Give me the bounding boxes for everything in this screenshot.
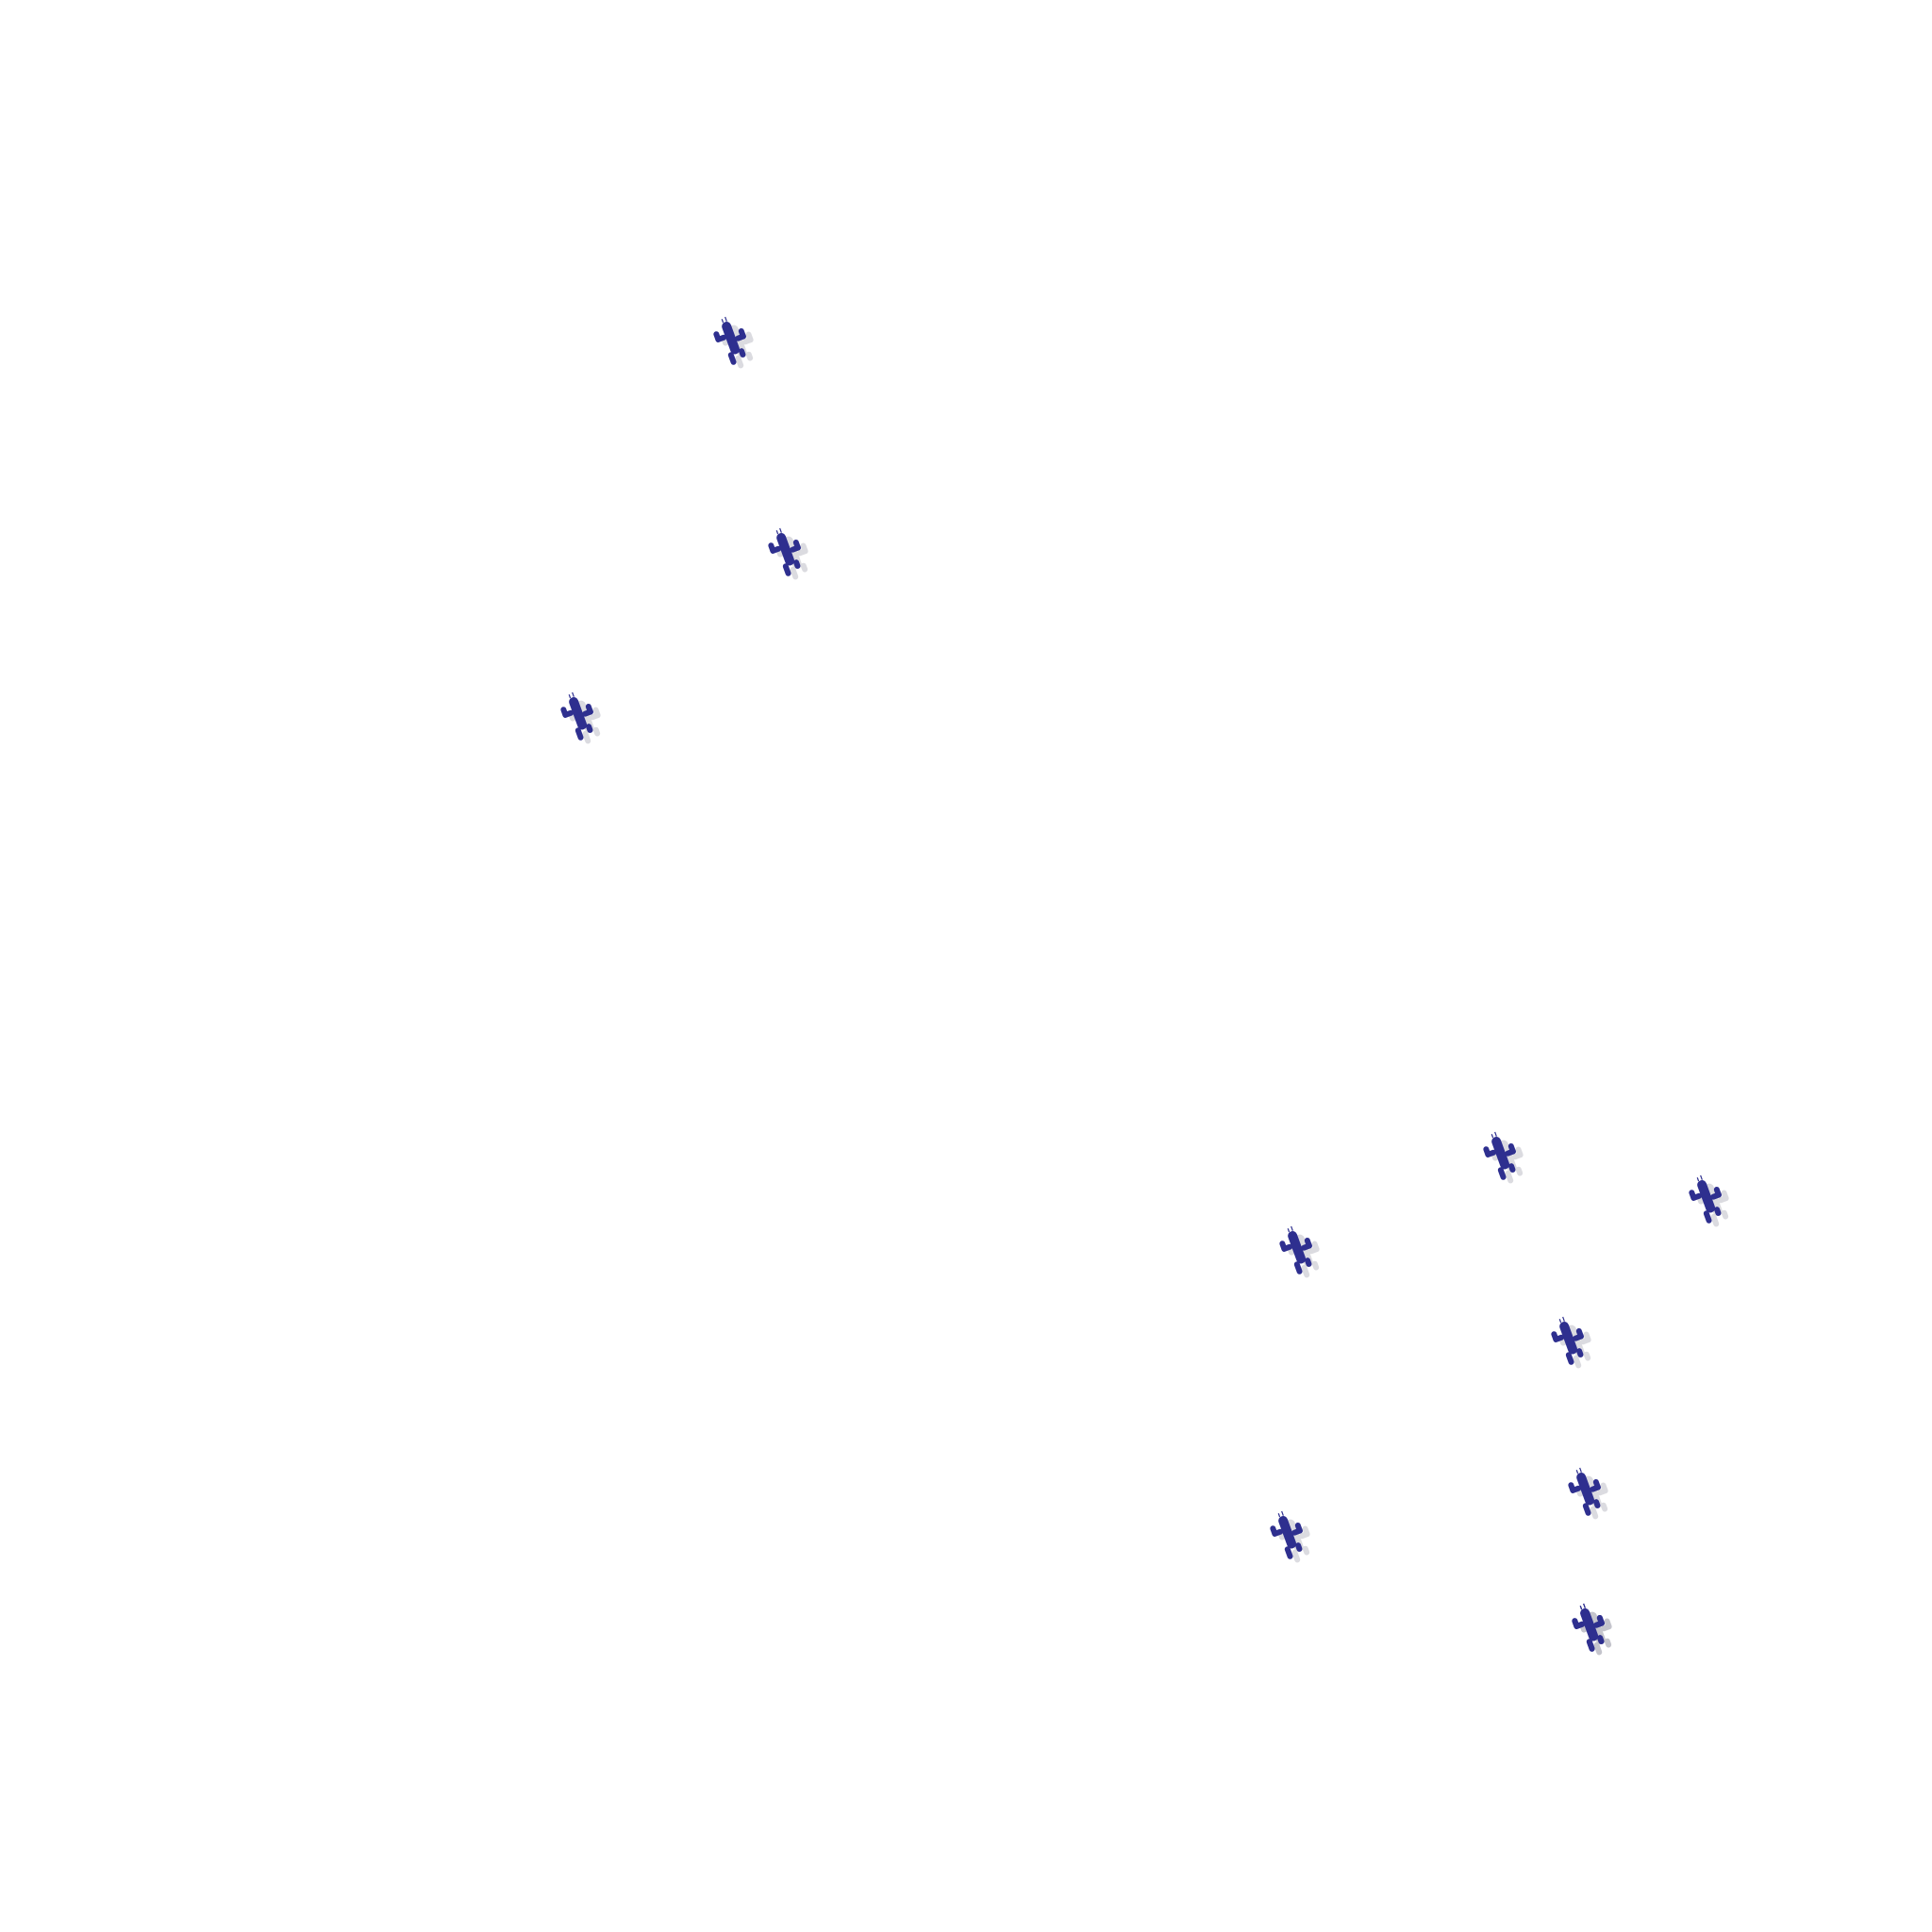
cactus-figure-icon: [1478, 1124, 1532, 1190]
cactus-figure-icon: [1265, 1504, 1319, 1569]
cactus-figure-icon: [1567, 1596, 1621, 1661]
cactus-figure-icon: [1563, 1460, 1617, 1525]
cactus-figure-icon: [1274, 1219, 1328, 1284]
cactus-figure-icon: [708, 309, 762, 375]
cactus-figure-icon: [556, 685, 609, 750]
cactus-figure-icon: [763, 521, 817, 586]
cactus-figure-icon: [1684, 1168, 1738, 1233]
cactus-figure-icon: [1546, 1309, 1600, 1374]
